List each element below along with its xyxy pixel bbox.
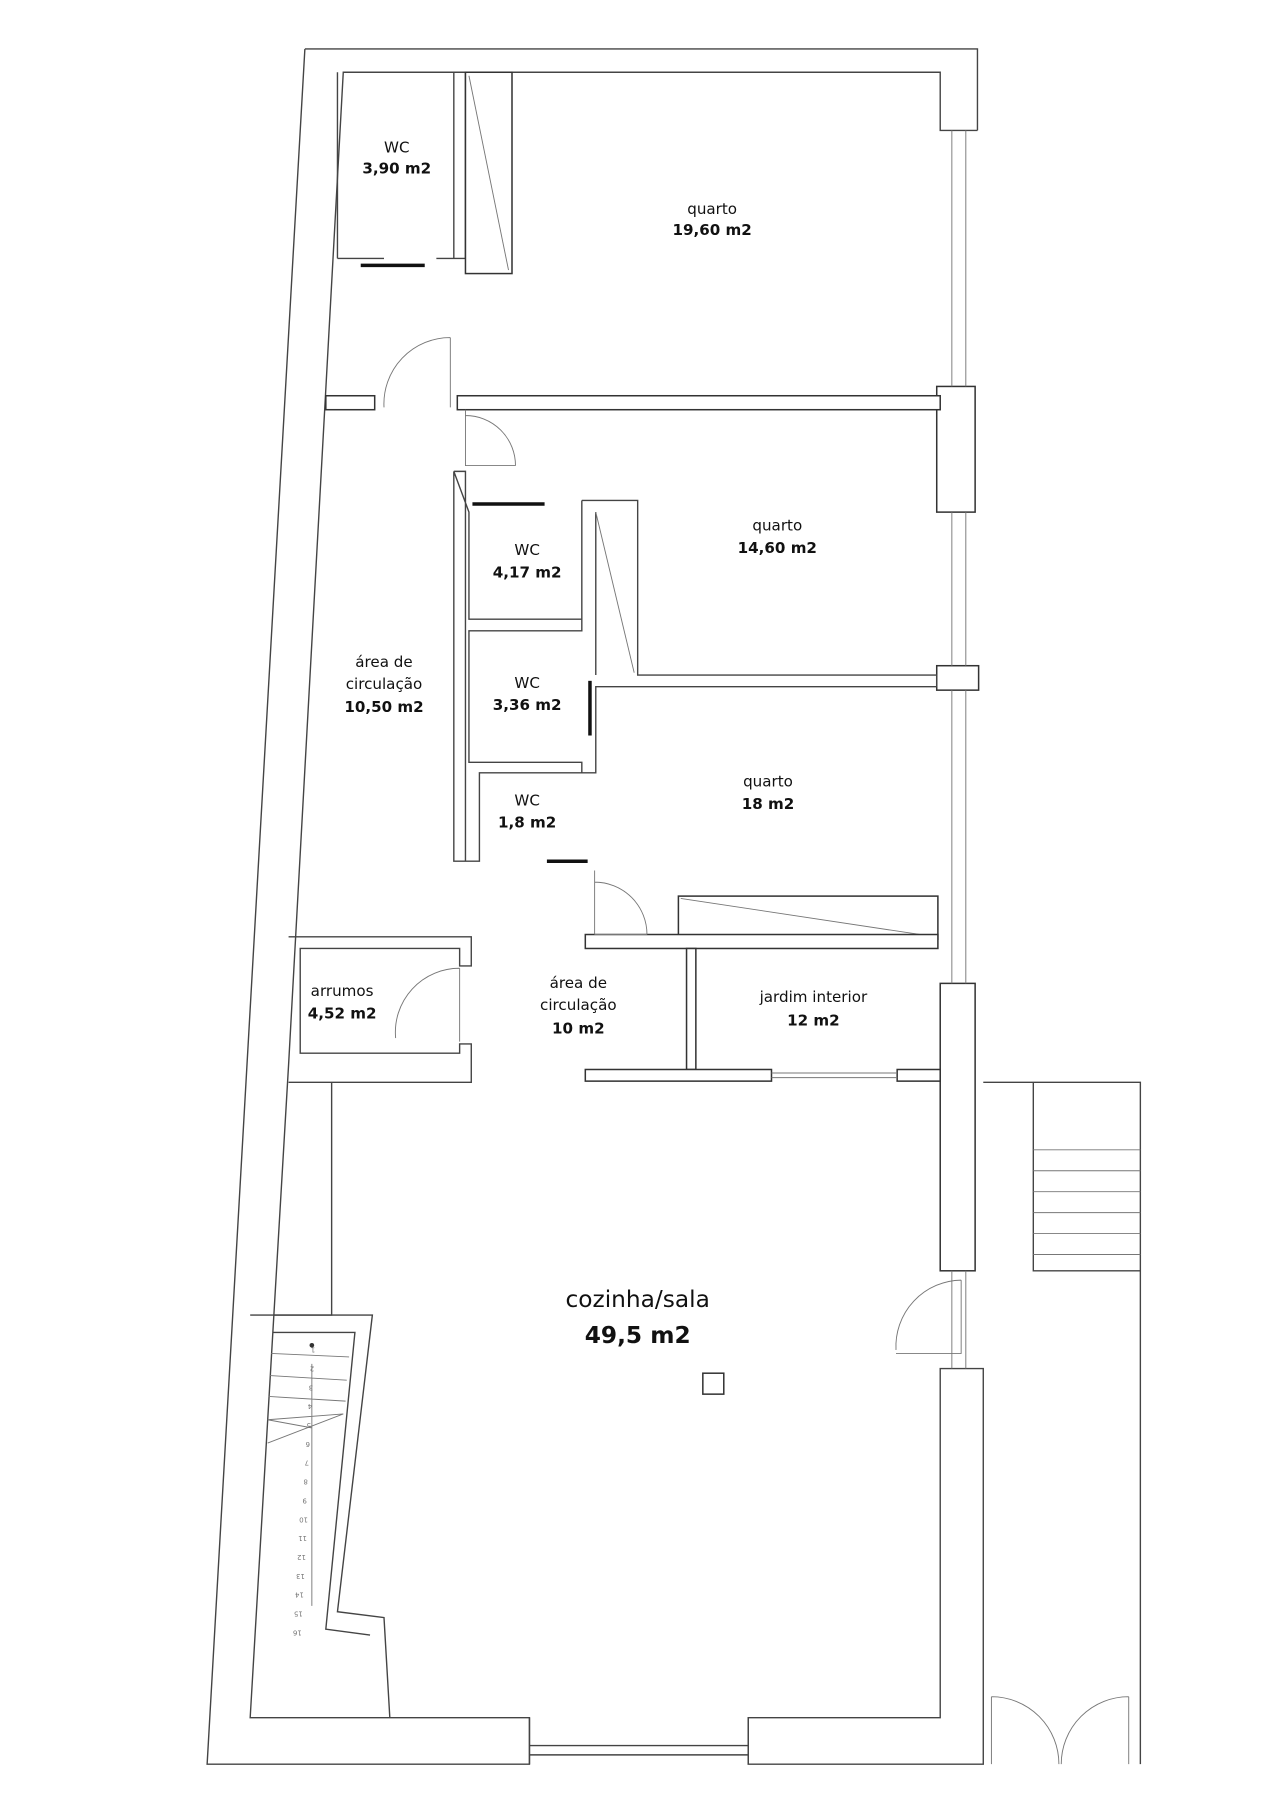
- interior-walls: [250, 71, 941, 1718]
- room-wc-2: WC 4,17 m2: [493, 541, 562, 581]
- room-area: 3,36 m2: [493, 696, 562, 714]
- stair-step-number: 11: [298, 1534, 307, 1542]
- room-name: quarto: [687, 200, 737, 218]
- room-arrumos: arrumos 4,52 m2: [308, 982, 377, 1022]
- stair-step-number: 5: [307, 1421, 311, 1429]
- stair-step-number: 10: [299, 1515, 308, 1523]
- stair-step-number: 2: [310, 1364, 314, 1372]
- room-name: área de: [355, 653, 412, 671]
- outer-walls: [206, 48, 984, 1765]
- room-name: cozinha/sala: [565, 1286, 709, 1313]
- room-wc-3: WC 3,36 m2: [493, 674, 562, 714]
- room-name: quarto: [752, 517, 802, 535]
- stair-step-number: 12: [297, 1553, 306, 1561]
- room-name: WC: [514, 674, 540, 692]
- stair-step-number: 1: [311, 1346, 315, 1354]
- stair-step-number: 3: [309, 1383, 313, 1391]
- room-quarto-2: quarto 14,60 m2: [738, 517, 817, 557]
- room-name: área de: [550, 974, 607, 992]
- room-wc-4: WC 1,8 m2: [498, 791, 556, 831]
- right-facade-windows: [935, 130, 980, 1369]
- stair-step-number: 13: [296, 1572, 305, 1580]
- room-area: 10 m2: [552, 1019, 605, 1037]
- room-area: 19,60 m2: [672, 221, 751, 239]
- room-name: WC: [514, 541, 540, 559]
- stair-step-number: 4: [307, 1402, 312, 1410]
- room-area: 49,5 m2: [585, 1322, 691, 1349]
- room-name: WC: [514, 791, 540, 809]
- room-quarto-1: quarto 19,60 m2: [672, 200, 751, 239]
- room-area: 4,52 m2: [308, 1004, 377, 1022]
- stair-step-number: 14: [294, 1591, 303, 1599]
- room-circulacao-1: área de circulação 10,50 m2: [344, 653, 423, 716]
- room-name: quarto: [743, 773, 793, 791]
- annex-stairs: [983, 1081, 1142, 1765]
- room-area: 4,17 m2: [493, 563, 562, 581]
- room-name: circulação: [540, 996, 617, 1014]
- room-area: 3,90 m2: [362, 159, 431, 177]
- stair-step-number: 15: [294, 1610, 303, 1618]
- room-name: jardim interior: [759, 988, 868, 1006]
- room-wc-1: WC 3,90 m2: [362, 139, 431, 178]
- stair-step-number: 6: [306, 1440, 310, 1448]
- room-quarto-3: quarto 18 m2: [742, 773, 795, 813]
- doors: [360, 263, 1130, 1765]
- room-jardim-interior: jardim interior 12 m2: [759, 988, 868, 1029]
- room-area: 10,50 m2: [344, 698, 423, 716]
- stair-step-number: 16: [293, 1628, 302, 1636]
- room-area: 12 m2: [787, 1011, 840, 1029]
- room-name: circulação: [346, 675, 423, 693]
- stair-step-number: 7: [305, 1459, 309, 1467]
- room-cozinha-sala: cozinha/sala 49,5 m2: [565, 1286, 709, 1349]
- stair-step-number: 8: [303, 1478, 307, 1486]
- room-area: 14,60 m2: [738, 539, 817, 557]
- room-circulacao-2: área de circulação 10 m2: [540, 974, 617, 1037]
- room-area: 1,8 m2: [498, 813, 556, 831]
- room-name: WC: [384, 139, 410, 157]
- stair-step-number: 9: [302, 1496, 306, 1504]
- room-name: arrumos: [311, 982, 374, 1000]
- room-area: 18 m2: [742, 795, 795, 813]
